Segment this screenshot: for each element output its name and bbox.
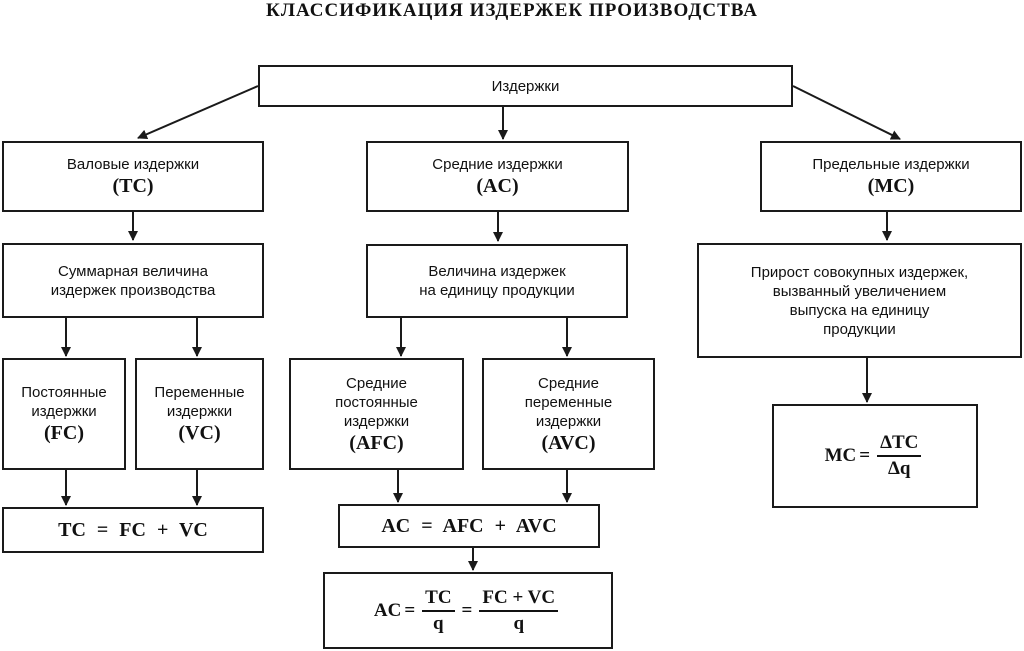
afc-abbr: (AFC) <box>349 431 404 454</box>
formula-ac-frac-box: AC = TC q = FC + VC q <box>323 572 613 649</box>
diagram-title: КЛАССИФИКАЦИЯ ИЗДЕРЖЕК ПРОИЗВОДСТВА <box>266 0 758 21</box>
formula-ac-frac: AC = TC q = FC + VC q <box>374 587 562 635</box>
fixed-costs-abbr: (FC) <box>44 422 84 444</box>
average-costs-label: Средние издержки <box>432 156 563 173</box>
marginal-desc-line3: выпуска на единицу <box>789 301 930 319</box>
total-costs-label: Валовые издержки <box>66 156 200 173</box>
afc-box: Средние постоянные издержки (AFC) <box>289 358 464 470</box>
marginal-desc-box: Прирост совокупных издержек, вызванный у… <box>697 243 1022 358</box>
fixed-costs-line2: издержки <box>31 403 97 420</box>
total-desc-line1: Суммарная величина <box>58 262 208 280</box>
average-costs-abbr: (AC) <box>476 175 519 197</box>
formula-ac-frac-eq2: = <box>461 599 473 621</box>
fraction-tc-over-q: TC q <box>422 587 455 635</box>
variable-costs-line1: Переменные <box>154 384 245 401</box>
avc-box: Средние переменные издержки (AVC) <box>482 358 655 470</box>
afc-line3: издержки <box>343 412 410 430</box>
total-desc-line2: издержек производства <box>50 281 216 299</box>
fixed-costs-box: Постоянные издержки (FC) <box>2 358 126 470</box>
marginal-costs-box: Предельные издержки (MC) <box>760 141 1022 212</box>
formula-mc: MC = ΔTC Δq <box>825 432 926 480</box>
marginal-desc-line4: продукции <box>823 320 896 338</box>
fixed-costs-line1: Постоянные <box>21 384 107 401</box>
average-desc-box: Величина издержек на единицу продукции <box>366 244 628 318</box>
arrow-root-marginal <box>792 85 901 140</box>
fraction-numerator: TC <box>422 587 455 612</box>
fraction-numerator: FC + VC <box>479 587 559 612</box>
fraction-denominator: q <box>433 612 444 634</box>
avc-line3: издержки <box>535 412 602 430</box>
formula-ac-sum-box: AC = AFC + AVC <box>338 504 600 548</box>
root-label: Издержки <box>491 77 560 95</box>
marginal-costs-label: Предельные издержки <box>812 156 970 173</box>
variable-costs-line2: издержки <box>166 403 233 420</box>
afc-line1: Средние <box>346 374 407 392</box>
afc-line2: постоянные <box>335 393 418 411</box>
formula-mc-lhs: MC <box>824 445 857 466</box>
formula-tc: TC = FC + VC <box>58 518 208 541</box>
average-desc-line1: Величина издержек <box>428 263 566 280</box>
avc-abbr: (AVC) <box>541 431 596 454</box>
variable-costs-abbr: (VC) <box>178 422 221 444</box>
fraction-fcvc-over-q: FC + VC q <box>479 587 559 635</box>
formula-mc-eq: = <box>859 445 871 466</box>
marginal-desc-line1: Прирост совокупных издержек, <box>750 263 969 281</box>
total-costs-abbr: (TC) <box>112 175 154 197</box>
formula-ac-sum: AC = AFC + AVC <box>381 514 557 537</box>
arrow-root-total <box>137 85 259 140</box>
fraction-numerator: ΔTC <box>877 432 922 457</box>
average-costs-box: Средние издержки (AC) <box>366 141 629 212</box>
avc-line1: Средние <box>538 374 599 392</box>
formula-ac-frac-eq: = <box>404 599 416 621</box>
marginal-costs-abbr: (MC) <box>867 175 915 197</box>
total-costs-box: Валовые издержки (TC) <box>2 141 264 212</box>
fraction-dtc-over-dq: ΔTC Δq <box>877 432 922 480</box>
avc-line2: переменные <box>524 393 613 411</box>
formula-ac-frac-lhs: AC <box>373 599 402 621</box>
formula-mc-box: MC = ΔTC Δq <box>772 404 978 508</box>
fraction-denominator: Δq <box>887 458 911 479</box>
average-desc-line2: на единицу продукции <box>419 282 575 299</box>
formula-tc-box: TC = FC + VC <box>2 507 264 553</box>
marginal-desc-line2: вызванный увеличением <box>772 282 947 300</box>
fraction-denominator: q <box>513 612 525 634</box>
variable-costs-box: Переменные издержки (VC) <box>135 358 264 470</box>
total-desc-box: Суммарная величина издержек производства <box>2 243 264 318</box>
root-box: Издержки <box>258 65 793 107</box>
